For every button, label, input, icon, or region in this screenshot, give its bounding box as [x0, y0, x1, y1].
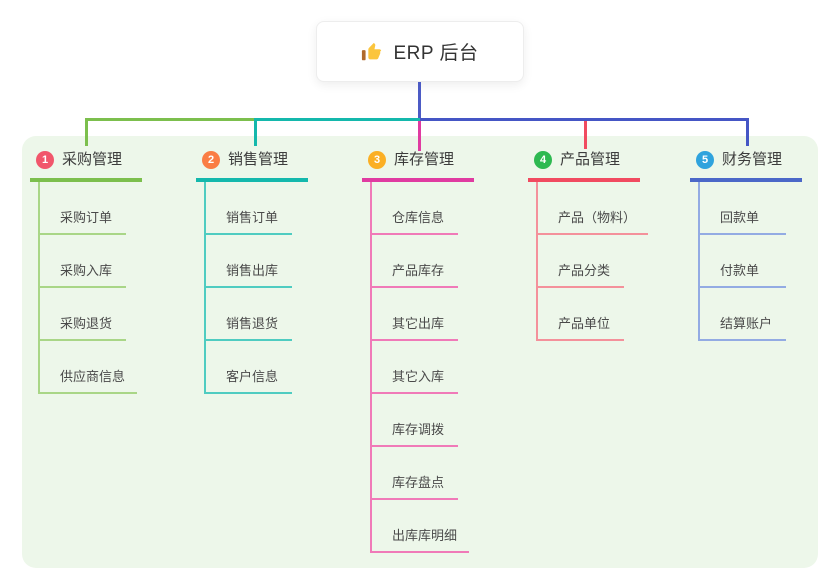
connector-stub-sales: [254, 118, 257, 146]
node-item[interactable]: 产品（物料）: [536, 182, 649, 235]
branch-inventory-management: 3 库存管理 仓库信息 产品库存 其它出库 其它入库 库存调拨 库存盘点 出库库…: [362, 148, 474, 553]
node-item[interactable]: 产品库存: [370, 235, 458, 288]
thumbs-up-icon: [361, 41, 383, 63]
node-item[interactable]: 库存调拨: [370, 394, 458, 447]
node-item[interactable]: 采购订单: [38, 182, 126, 235]
branch-purchase-management: 1 采购管理 采购订单 采购入库 采购退货 供应商信息: [30, 148, 142, 394]
node-item[interactable]: 结算账户: [698, 288, 786, 341]
branch-label: 采购管理: [62, 151, 123, 168]
badge-2: 2: [202, 151, 220, 169]
node-item[interactable]: 客户信息: [204, 341, 292, 394]
connector-bus-sales: [254, 118, 420, 121]
branch-children: 回款单 付款单 结算账户: [698, 182, 802, 341]
connector-stub-inventory: [418, 121, 421, 151]
branch-sales-management: 2 销售管理 销售订单 销售出库 销售退货 客户信息: [196, 148, 308, 394]
branch-node-sales[interactable]: 2 销售管理: [196, 148, 308, 182]
node-item[interactable]: 采购退货: [38, 288, 126, 341]
branch-node-purchase[interactable]: 1 采购管理: [30, 148, 142, 182]
connector-root-vertical: [418, 82, 421, 121]
badge-1: 1: [36, 151, 54, 169]
branch-product-management: 4 产品管理 产品（物料） 产品分类 产品单位: [528, 148, 649, 341]
node-item[interactable]: 库存盘点: [370, 447, 458, 500]
branch-label: 财务管理: [722, 151, 783, 168]
branch-label: 库存管理: [394, 151, 455, 168]
root-node-erp[interactable]: ERP 后台: [316, 21, 524, 82]
node-item[interactable]: 仓库信息: [370, 182, 458, 235]
badge-4: 4: [534, 151, 552, 169]
connector-stub-purchase: [85, 118, 88, 146]
branch-children: 产品（物料） 产品分类 产品单位: [536, 182, 649, 341]
mindmap-panel: 1 采购管理 采购订单 采购入库 采购退货 供应商信息 2 销售管理 销售订单 …: [22, 136, 818, 568]
node-item[interactable]: 产品单位: [536, 288, 624, 341]
branch-children: 仓库信息 产品库存 其它出库 其它入库 库存调拨 库存盘点 出库库明细: [370, 182, 474, 553]
node-item[interactable]: 付款单: [698, 235, 786, 288]
connector-bus-purchase: [85, 118, 254, 121]
node-item[interactable]: 其它入库: [370, 341, 458, 394]
branch-label: 产品管理: [560, 151, 621, 168]
connector-bus-finance: [420, 118, 749, 121]
branch-finance-management: 5 财务管理 回款单 付款单 结算账户: [690, 148, 802, 341]
branch-children: 销售订单 销售出库 销售退货 客户信息: [204, 182, 308, 394]
badge-3: 3: [368, 151, 386, 169]
node-item[interactable]: 产品分类: [536, 235, 624, 288]
connector-stub-product: [584, 121, 587, 149]
node-item[interactable]: 出库库明细: [370, 500, 470, 553]
branch-node-inventory[interactable]: 3 库存管理: [362, 148, 474, 182]
badge-5: 5: [696, 151, 714, 169]
node-item[interactable]: 销售订单: [204, 182, 292, 235]
node-item[interactable]: 销售出库: [204, 235, 292, 288]
root-node-label: ERP 后台: [393, 43, 479, 64]
node-item[interactable]: 回款单: [698, 182, 786, 235]
branch-children: 采购订单 采购入库 采购退货 供应商信息: [38, 182, 142, 394]
node-item[interactable]: 销售退货: [204, 288, 292, 341]
node-item[interactable]: 其它出库: [370, 288, 458, 341]
node-item[interactable]: 供应商信息: [38, 341, 138, 394]
connector-stub-finance: [746, 118, 749, 146]
branch-label: 销售管理: [228, 151, 289, 168]
node-item[interactable]: 采购入库: [38, 235, 126, 288]
branch-node-finance[interactable]: 5 财务管理: [690, 148, 802, 182]
branch-node-product[interactable]: 4 产品管理: [528, 148, 640, 182]
